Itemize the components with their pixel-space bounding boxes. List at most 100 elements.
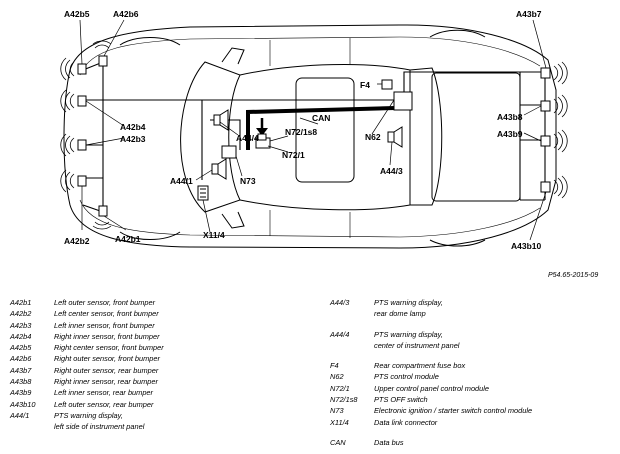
legend-desc: Rear compartment fuse box: [374, 361, 466, 371]
windshield: [180, 61, 241, 213]
label-A43b10: A43b10: [511, 241, 542, 251]
sensor-A42b2: [77, 175, 87, 187]
legend-desc: PTS warning display,: [54, 410, 123, 420]
legend-desc: PTS OFF switch: [374, 395, 428, 405]
label-A43b7: A43b7: [516, 9, 542, 19]
legend-desc: Data link connector: [374, 417, 438, 427]
label-N62: N62: [365, 132, 381, 142]
legend-desc: Right center sensor, front bumper: [54, 343, 164, 353]
sensor-A42b4: [77, 95, 87, 107]
label-A42b4: A42b4: [120, 122, 146, 132]
label-A42b3: A42b3: [120, 134, 146, 144]
can-bus-arrowhead: [256, 128, 268, 136]
label-CAN: CAN: [312, 113, 330, 123]
legend-code: A43b8: [10, 377, 32, 387]
legend-code: A44/3: [330, 298, 350, 307]
label-N72-1: N72/1: [282, 150, 305, 160]
component-N62: [393, 91, 413, 111]
front-harness: [82, 61, 203, 213]
front-wheel-arch-top: [119, 37, 181, 46]
sensor-A43b8: [540, 100, 551, 112]
legend-desc: Electronic ignition / starter switch con…: [374, 406, 533, 416]
component-A44-1: [211, 163, 219, 175]
label-A42b6: A42b6: [113, 9, 139, 19]
component-A44-1-speaker: [217, 158, 227, 180]
legend-row: left side of instrument panel: [10, 421, 310, 432]
vehicle-wiring-diagram: A42b5 A42b6 A43b7 A42b4 A42b3 A42b2 A42b…: [60, 9, 598, 279]
legend-desc: PTS control module: [374, 372, 439, 382]
legend-desc: Left inner sensor, front bumper: [54, 320, 155, 330]
component-A44-3: [387, 131, 395, 143]
legend-row: A42b2 Left center sensor, front bumper: [10, 308, 310, 319]
component-A44-4: [213, 114, 221, 126]
legend-desc: PTS warning display,: [374, 298, 443, 307]
legend-desc: Right outer sensor, front bumper: [54, 354, 160, 364]
sound-waves-front: [60, 40, 112, 230]
legend-code: A42b2: [10, 309, 32, 319]
label-N72-1s8: N72/1s8: [285, 127, 317, 137]
component-A44-3-speaker: [393, 126, 403, 148]
legend-desc: Left inner sensor, rear bumper: [54, 388, 154, 398]
legend-code: A44/4: [330, 329, 350, 339]
component-X11-4: [197, 185, 209, 201]
legend-row: CAN Data bus: [330, 437, 615, 448]
rear-wheel-arch-bottom: [429, 239, 486, 247]
legend-code: F4: [330, 361, 339, 371]
legend-code: N72/1: [330, 383, 350, 393]
legend-row: N62 PTS control module: [330, 371, 615, 382]
legend-code: A42b3: [10, 320, 32, 330]
car-body-outline: [63, 24, 557, 249]
legend-row: A43b9 Left inner sensor, rear bumper: [10, 387, 310, 398]
label-A44-4: A44/4: [236, 133, 259, 143]
sensor-A42b1: [98, 205, 108, 217]
legend-row: N72/1 Upper control panel control module: [330, 383, 615, 394]
legend-code: CAN: [330, 437, 346, 447]
legend-desc: rear dome lamp: [374, 309, 426, 319]
legend-desc: Data bus: [374, 437, 404, 447]
legend-desc: Left outer sensor, rear bumper: [54, 399, 154, 409]
label-A43b8: A43b8: [497, 112, 523, 122]
legend-code: X11/4: [330, 417, 349, 427]
legend-code: A42b4: [10, 331, 32, 341]
legend-code: A42b5: [10, 343, 32, 353]
cabin-outline: [239, 64, 411, 211]
label-F4: F4: [360, 80, 370, 90]
legend-row: A42b6 Right outer sensor, front bumper: [10, 353, 310, 364]
front-wheel-arch-bottom: [119, 231, 181, 240]
leader-lines: [79, 19, 547, 241]
legend-row: X11/4 Data link connector: [330, 417, 615, 428]
sensor-A43b10: [540, 181, 551, 193]
component-N72-1s8: [257, 133, 267, 141]
label-A43b9: A43b9: [497, 129, 523, 139]
legend-row: A44/3 PTS warning display,: [330, 297, 615, 308]
label-A42b5: A42b5: [64, 9, 90, 19]
legend-row: rear dome lamp: [330, 308, 615, 319]
label-A44-1: A44/1: [170, 176, 193, 186]
legend-code: A43b9: [10, 388, 32, 398]
legend-row: N72/1s8 PTS OFF switch: [330, 394, 615, 405]
figure-code: P54.65-2015-09: [548, 272, 598, 279]
legend-desc: Left center sensor, front bumper: [54, 309, 159, 319]
legend-desc: center of instrument panel: [374, 340, 460, 350]
legend-code: A42b6: [10, 354, 32, 364]
sensor-A43b7: [540, 67, 551, 79]
can-bus-line: [246, 106, 396, 150]
mirror-bottom: [221, 211, 245, 229]
legend-code: N72/1s8: [330, 395, 358, 405]
legend-code: N62: [330, 372, 344, 382]
legend-desc: left side of instrument panel: [54, 422, 145, 432]
sunroof: [295, 77, 355, 183]
label-A42b1: A42b1: [115, 234, 141, 244]
legend-row: A42b3 Left inner sensor, front bumper: [10, 320, 310, 331]
legend-desc: Upper control panel control module: [374, 383, 490, 393]
rear-wheel-arch-top: [429, 29, 486, 38]
label-X11-4: X11/4: [203, 230, 225, 240]
